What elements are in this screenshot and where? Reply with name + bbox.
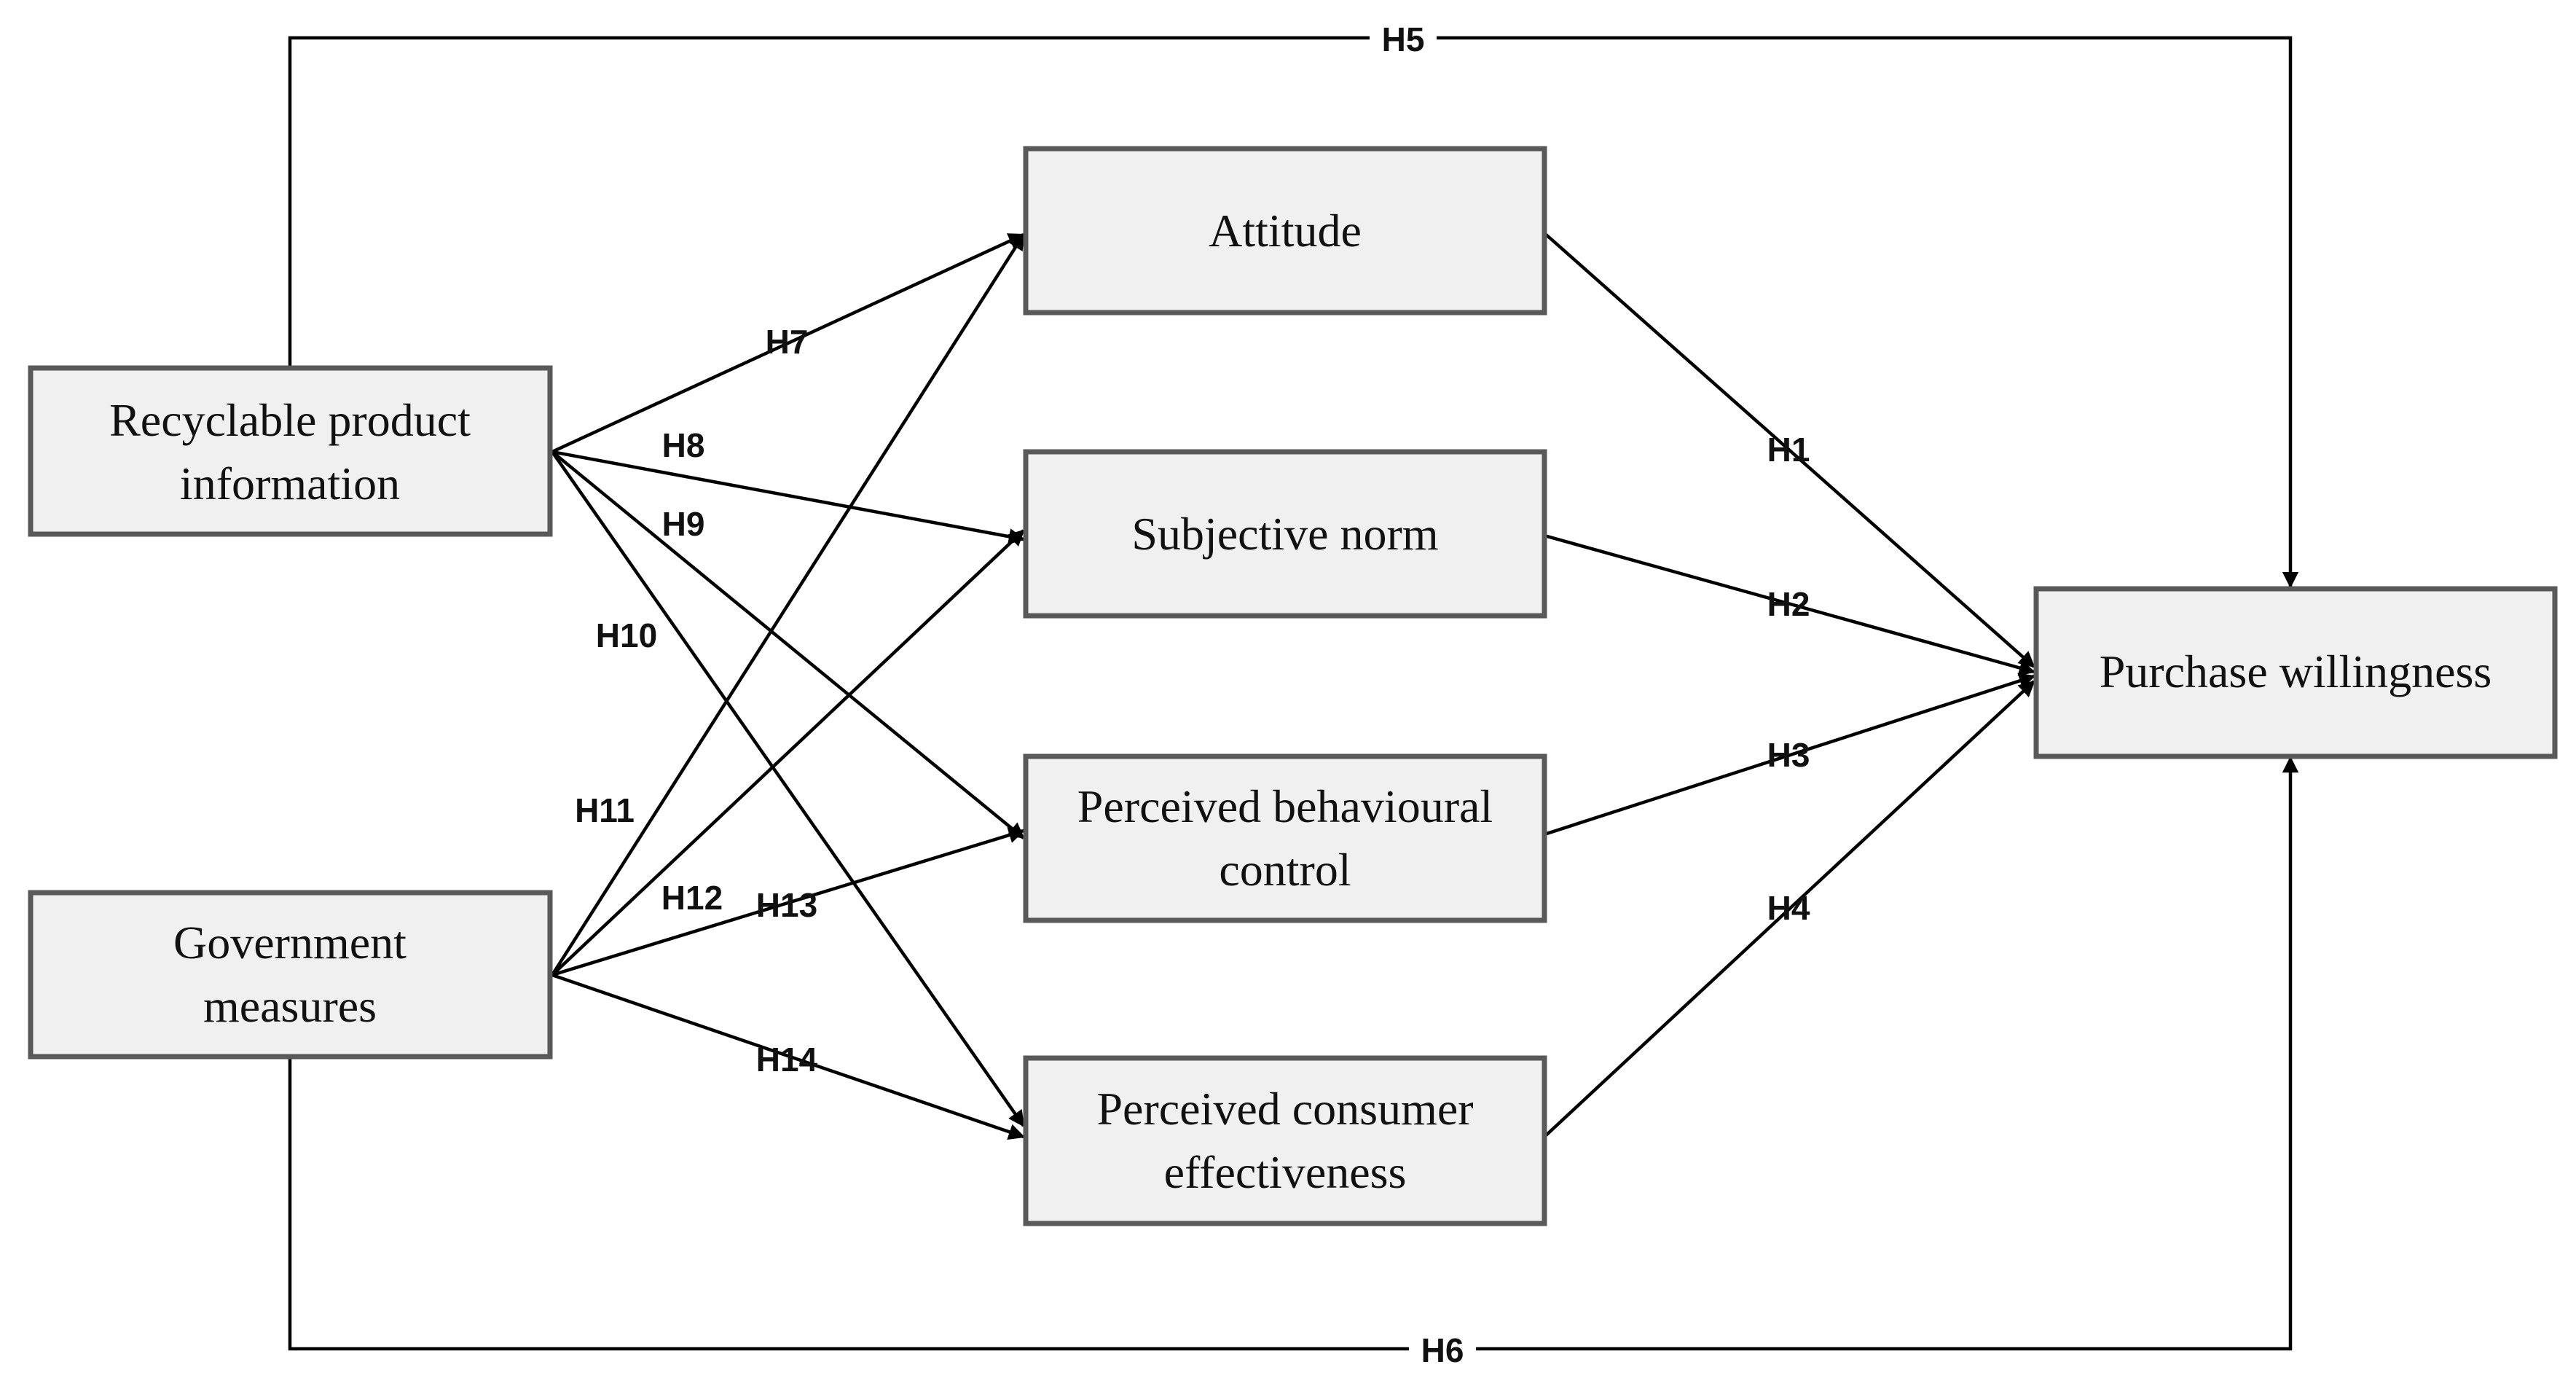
box-purchase-willingness: Purchase willingness bbox=[2033, 586, 2558, 759]
label-h11: H11 bbox=[575, 791, 635, 829]
edge-h14 bbox=[551, 973, 1026, 1140]
box-perceived-behavioural-control: Perceived behavioural control bbox=[1023, 753, 1547, 923]
box-label-line: Purchase willingness bbox=[2100, 646, 2492, 697]
edge-h13 bbox=[551, 827, 1026, 977]
edge-h6 bbox=[288, 756, 2299, 1351]
hypothesis-labels: H5 H6 H7 H8 H9 H10 H11 H12 H13 H14 H1 H2… bbox=[575, 20, 1810, 1369]
edge-h4 bbox=[1543, 680, 2035, 1138]
edge-h1 bbox=[1543, 232, 2035, 668]
edge-h12 bbox=[551, 529, 1025, 976]
label-h5: H5 bbox=[1382, 20, 1425, 58]
label-h6: H6 bbox=[1421, 1331, 1464, 1369]
label-h14: H14 bbox=[756, 1041, 818, 1078]
edges bbox=[288, 36, 2299, 1351]
edge-h9 bbox=[551, 450, 1025, 839]
box-label-line: Government bbox=[173, 917, 407, 968]
label-h1: H1 bbox=[1767, 431, 1810, 469]
edge-h5 bbox=[288, 36, 2299, 589]
edge-h2 bbox=[1544, 533, 2036, 676]
edge-h8 bbox=[551, 450, 1026, 545]
edge-h7 bbox=[551, 232, 1026, 454]
label-h10: H10 bbox=[596, 616, 657, 654]
label-h4: H4 bbox=[1767, 889, 1810, 927]
box-label-line: control bbox=[1219, 844, 1351, 896]
edge-h10 bbox=[551, 450, 1025, 1127]
box-label-line: effectiveness bbox=[1164, 1146, 1407, 1198]
box-label-line: Recyclable product bbox=[109, 394, 471, 446]
edge-h11 bbox=[551, 233, 1025, 976]
box-perceived-consumer-effectiveness: Perceived consumer effectiveness bbox=[1023, 1055, 1547, 1226]
label-h9: H9 bbox=[662, 505, 705, 543]
box-subjective-norm: Subjective norm bbox=[1023, 449, 1547, 619]
box-label-line: Perceived consumer bbox=[1096, 1083, 1473, 1135]
box-label-line: Perceived behavioural bbox=[1077, 780, 1493, 832]
label-h7: H7 bbox=[766, 323, 809, 361]
box-label-line: Attitude bbox=[1209, 205, 1362, 257]
box-label-line: Subjective norm bbox=[1131, 508, 1438, 560]
box-government-measures: Government measures bbox=[28, 890, 553, 1060]
label-h13: H13 bbox=[756, 886, 817, 924]
edge-h3 bbox=[1544, 673, 2036, 837]
label-h8: H8 bbox=[662, 426, 705, 464]
label-h2: H2 bbox=[1767, 585, 1810, 623]
box-label-line: information bbox=[180, 458, 400, 509]
label-h3: H3 bbox=[1767, 736, 1810, 774]
box-recyclable-product-information: Recyclable product information bbox=[28, 365, 553, 537]
box-attitude: Attitude bbox=[1023, 146, 1547, 316]
label-h12: H12 bbox=[661, 879, 723, 917]
box-label-line: measures bbox=[203, 980, 377, 1032]
